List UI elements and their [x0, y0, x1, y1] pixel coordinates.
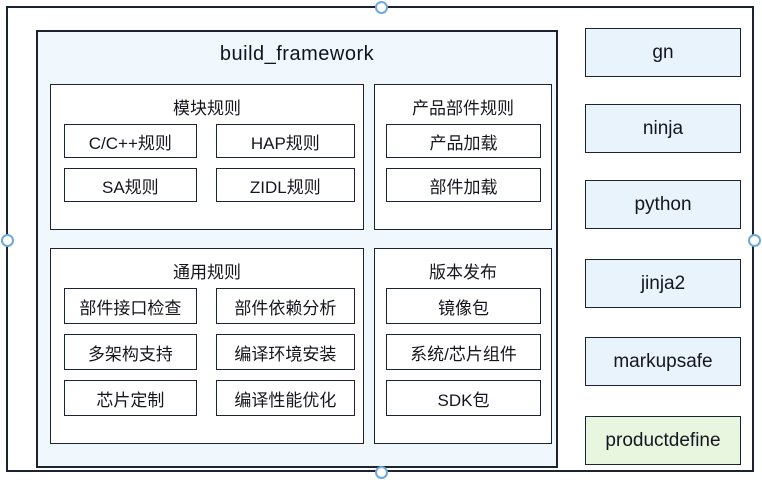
selection-handle-right-icon[interactable] [748, 234, 761, 247]
build-framework-title: build_framework [219, 43, 375, 65]
group-version-release-items: 镜像包 系统/芯片组件 SDK包 [375, 286, 551, 428]
group-module-rules: 模块规则 C/C++规则 HAP规则 SA规则 ZIDL规则 [50, 84, 364, 230]
tool-box-python: python [585, 180, 741, 229]
group-module-rules-items: C/C++规则 HAP规则 SA规则 ZIDL规则 [51, 122, 363, 214]
item-interface-check: 部件接口检查 [64, 288, 197, 324]
tool-box-markupsafe: markupsafe [585, 337, 741, 386]
selection-handle-bottom-icon[interactable] [375, 466, 388, 479]
selection-handle-left-icon[interactable] [1, 234, 14, 247]
item-multi-arch-support: 多架构支持 [64, 334, 197, 370]
group-product-component-rules: 产品部件规则 产品加载 部件加载 [374, 84, 552, 230]
group-version-release-title: 版本发布 [429, 263, 497, 282]
item-dependency-analysis: 部件依赖分析 [215, 288, 355, 324]
group-common-rules-title: 通用规则 [173, 263, 241, 282]
tool-box-gn: gn [585, 28, 741, 77]
item-hap-rules: HAP规则 [215, 124, 355, 158]
build-framework-box: build_framework 模块规则 C/C++规则 HAP规则 SA规则 … [36, 30, 558, 468]
item-sa-rules: SA规则 [64, 168, 197, 202]
item-system-chip-component: 系统/芯片组件 [386, 334, 541, 370]
group-common-rules: 通用规则 部件接口检查 部件依赖分析 多架构支持 编译环境安装 芯片定制 编译性… [50, 248, 364, 444]
item-chip-customization: 芯片定制 [64, 380, 197, 416]
item-image-package: 镜像包 [386, 288, 541, 324]
item-sdk-package: SDK包 [386, 380, 541, 416]
group-product-component-rules-items: 产品加载 部件加载 [375, 122, 551, 214]
item-cc-rules: C/C++规则 [64, 124, 197, 158]
tool-box-ninja: ninja [585, 104, 741, 153]
item-build-perf-optimize: 编译性能优化 [215, 380, 355, 416]
diagram-selection-frame[interactable]: build_framework 模块规则 C/C++规则 HAP规则 SA规则 … [6, 6, 754, 472]
tool-box-jinja2: jinja2 [585, 259, 741, 308]
group-product-component-rules-title: 产品部件规则 [412, 99, 514, 118]
tool-box-productdefine: productdefine [585, 416, 741, 465]
selection-handle-top-icon[interactable] [375, 1, 388, 14]
item-build-env-install: 编译环境安装 [215, 334, 355, 370]
group-module-rules-title: 模块规则 [173, 99, 241, 118]
item-product-loading: 产品加载 [386, 124, 541, 158]
item-zidl-rules: ZIDL规则 [215, 168, 355, 202]
group-common-rules-items: 部件接口检查 部件依赖分析 多架构支持 编译环境安装 芯片定制 编译性能优化 [51, 286, 363, 428]
item-component-loading: 部件加载 [386, 168, 541, 202]
group-version-release: 版本发布 镜像包 系统/芯片组件 SDK包 [374, 248, 552, 444]
